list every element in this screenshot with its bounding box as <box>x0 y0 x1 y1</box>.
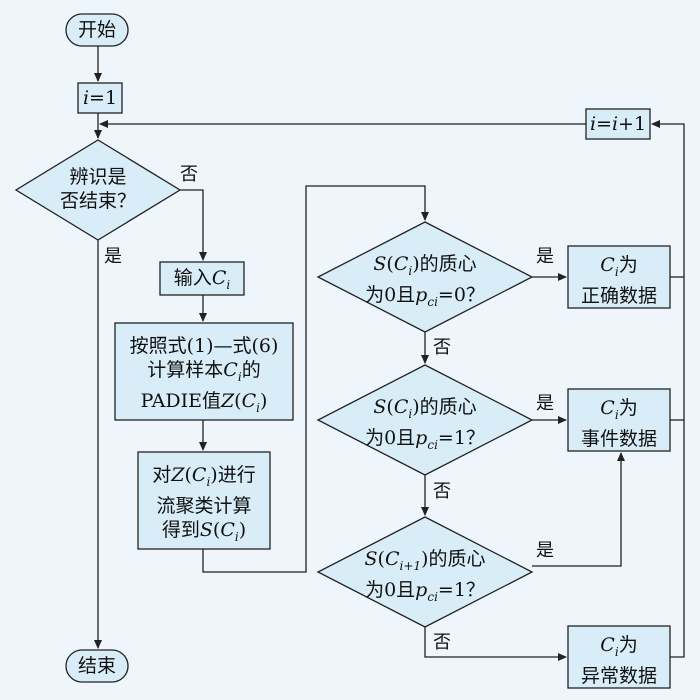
result-abnormal-box <box>567 625 671 689</box>
decision-1-label: S(Ci)的质心 为0且pci=0？ <box>340 252 510 314</box>
input-box <box>159 261 245 296</box>
decision-1-line1: S(Ci)的质心 <box>373 253 477 278</box>
result-event-line2: 事件数据 <box>580 427 657 450</box>
decision-2-line2: 为0且pci=1？ <box>365 426 485 452</box>
edge-results-increment <box>651 120 685 658</box>
decision-2-label: S(Ci)的质心 为0且pci=1？ <box>340 395 510 457</box>
decision-3-line2: 为0且pci=1？ <box>365 578 485 604</box>
decision-3-line1: S(Ci+1)的质心 <box>364 548 486 573</box>
result-event-label: Ci为 事件数据 <box>568 396 670 451</box>
cluster-label: 对Z(Ci)进行 流聚类计算 得到S(Ci) <box>138 463 270 549</box>
result-correct-line1: Ci为 <box>600 254 638 279</box>
increment-box <box>585 108 651 140</box>
decision-2-line1: S(Ci)的质心 <box>373 396 477 421</box>
loop-check-line1: 辨识是 <box>69 166 127 188</box>
init-label: i=1 <box>82 87 118 109</box>
loop-check-label: 辨识是 否结束？ <box>36 165 160 213</box>
compute-line1: 按照式(1)—式(6) <box>129 335 279 357</box>
decision-1-line2: 为0且pci=0？ <box>365 283 485 309</box>
edge-label-yes-d1: 是 <box>536 246 554 267</box>
edge-label-no-loop: 否 <box>180 164 198 185</box>
edge-label-no-d1: 否 <box>433 337 451 358</box>
edge-label-no-d2: 否 <box>433 481 451 502</box>
edge-d3-r2 <box>532 452 625 567</box>
edge-d3-r3 <box>424 627 567 661</box>
result-event-line1: Ci为 <box>600 397 638 422</box>
input-label: 输入Ci <box>173 267 231 292</box>
edge-label-yes-loop: 是 <box>104 246 122 267</box>
edge-cluster-decision1 <box>202 185 429 573</box>
result-abnormal-line2: 异常数据 <box>580 664 657 687</box>
cluster-box <box>137 451 271 550</box>
compute-label: 按照式(1)—式(6) 计算样本Ci的 PADIE值Z(Ci) <box>115 334 293 420</box>
start-label: 开始 <box>77 19 116 41</box>
loop-check-line2: 否结束？ <box>59 190 136 212</box>
edge-label-yes-d2: 是 <box>536 393 554 414</box>
compute-box <box>114 322 294 421</box>
decision-3-label: S(Ci+1)的质心 为0且pci=1？ <box>340 547 510 609</box>
end-label: 结束 <box>77 655 116 677</box>
edge-label-no-d3: 否 <box>433 632 451 653</box>
result-abnormal-label: Ci为 异常数据 <box>568 633 670 688</box>
cluster-line2: 流聚类计算 <box>156 494 252 517</box>
cluster-line1: 对Z(Ci)进行 <box>152 464 256 489</box>
compute-line2: 计算样本Ci的 <box>147 359 261 384</box>
result-correct-line2: 正确数据 <box>580 284 657 307</box>
start-terminal <box>65 13 129 47</box>
cluster-line3: 得到S(Ci) <box>161 518 247 544</box>
edge-label-yes-d3: 是 <box>536 540 554 561</box>
end-terminal <box>65 649 129 683</box>
compute-line3: PADIE值Z(Ci) <box>140 389 268 415</box>
init-box <box>77 82 123 114</box>
result-correct-label: Ci为 正确数据 <box>568 253 670 308</box>
edge-check-input <box>180 189 207 261</box>
result-correct-box <box>567 245 671 309</box>
increment-label: i=i+1 <box>589 113 647 135</box>
result-abnormal-line1: Ci为 <box>600 634 638 659</box>
